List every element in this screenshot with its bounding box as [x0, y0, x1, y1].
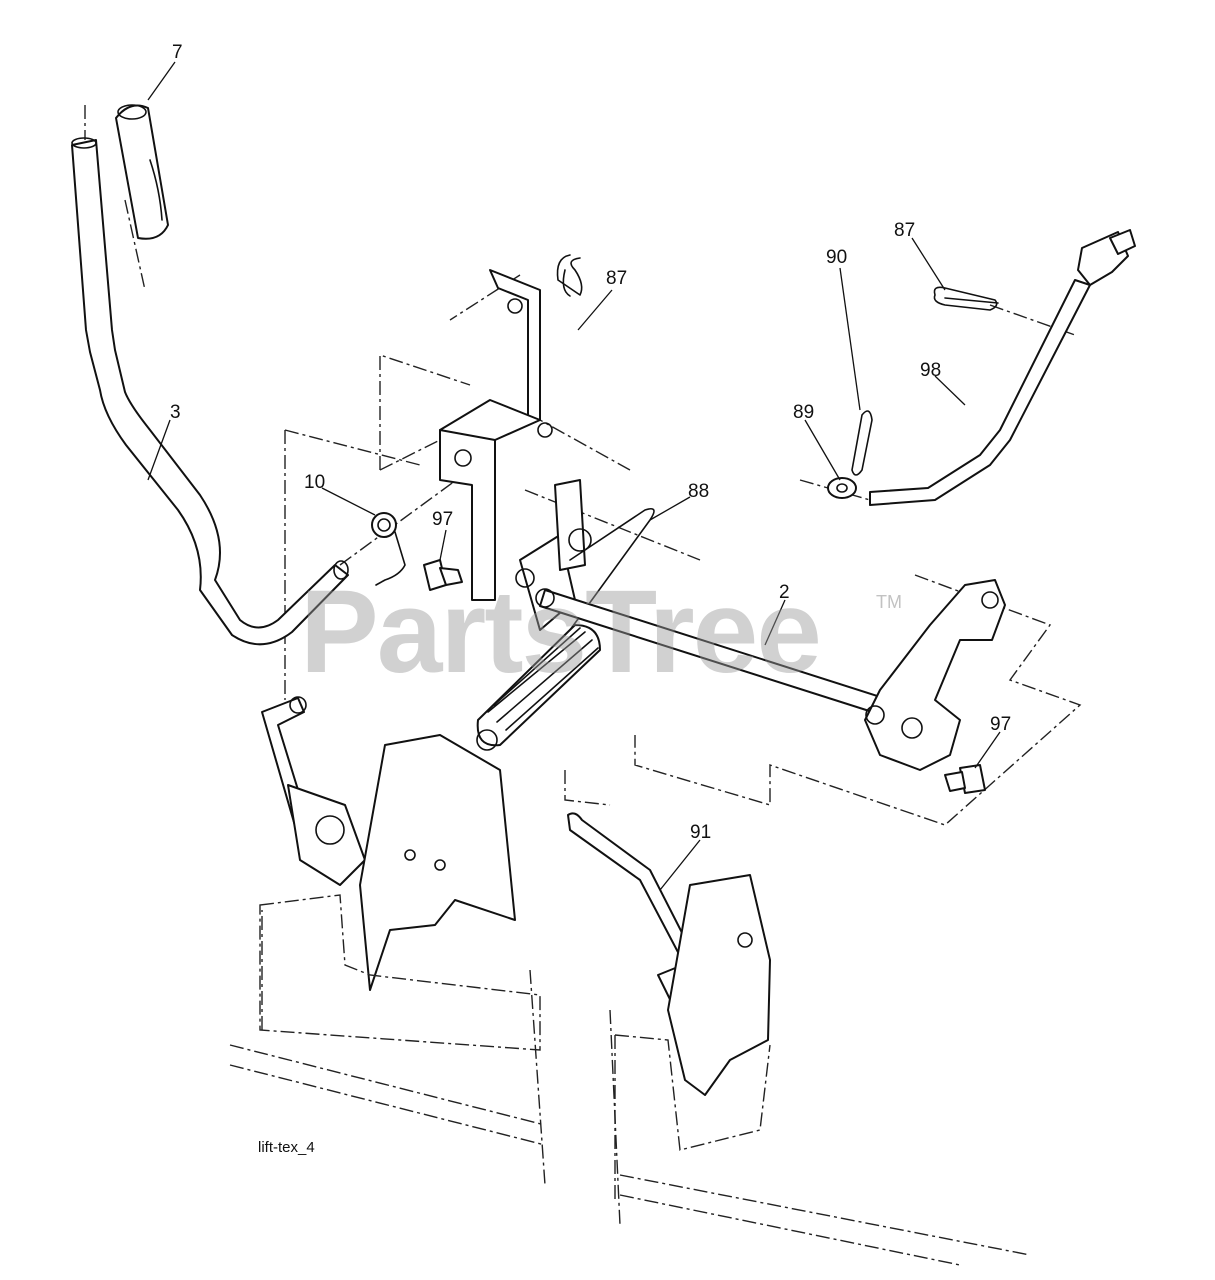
- lift-spring: [476, 624, 601, 751]
- callout-87-right: 87: [894, 220, 915, 241]
- left-frame: [259, 894, 541, 1051]
- diagram-caption: lift-tex_4: [258, 1139, 315, 1156]
- callout-89: 89: [793, 402, 814, 423]
- callout-91: 91: [690, 822, 711, 843]
- callout-90: 90: [826, 247, 847, 268]
- right-side-plate: [667, 874, 771, 1096]
- hairpin-clip-right: [933, 286, 999, 311]
- callout-88: 88: [688, 481, 709, 502]
- watermark-logo: PartsTree: [300, 566, 820, 698]
- bolt-upper: [423, 559, 463, 591]
- right-frame: [614, 1034, 771, 1200]
- callout-97-right: 97: [990, 714, 1011, 735]
- callout-10: 10: [304, 472, 325, 493]
- callout-87-center: 87: [606, 268, 627, 289]
- cotter-pin: [851, 410, 873, 476]
- lift-bracket: [439, 269, 592, 631]
- leader-lines: [147, 61, 1001, 891]
- callout-3: 3: [170, 402, 181, 423]
- callout-98: 98: [920, 360, 941, 381]
- lift-lever-rod: [71, 137, 349, 646]
- left-side-plate: [359, 734, 516, 991]
- callouts: 7 87 87 3 10 97 88 90 98 89 2 97 91: [170, 42, 1011, 843]
- callout-2: 2: [779, 582, 790, 603]
- torsion-spring: [371, 512, 406, 586]
- callout-97-upper: 97: [432, 509, 453, 530]
- adjustment-rod: [869, 229, 1136, 506]
- handle-grip: [115, 104, 169, 240]
- hairpin-clip-center: [556, 254, 583, 297]
- right-lift-arm: [864, 579, 1006, 771]
- bolt-right: [944, 764, 986, 794]
- washer: [827, 477, 857, 499]
- callout-7: 7: [172, 42, 183, 63]
- watermark-trademark: TM: [876, 592, 902, 612]
